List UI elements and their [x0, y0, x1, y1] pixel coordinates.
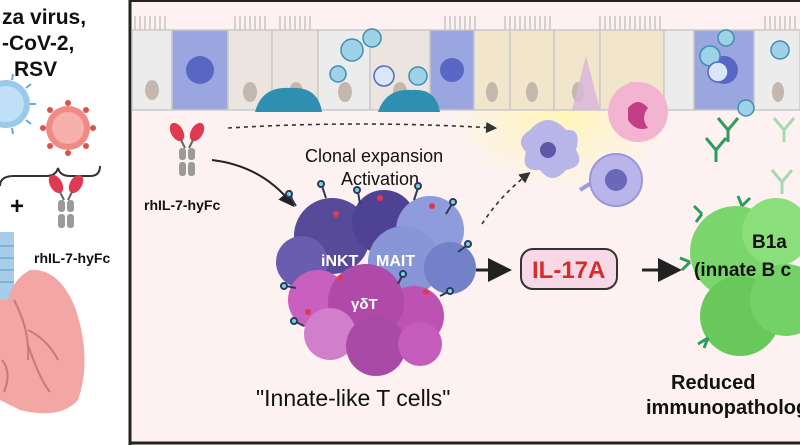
lungs-illustration — [0, 232, 85, 414]
dotted-arrow-up — [481, 172, 531, 225]
outcome-label-line-2: immunopatholog — [646, 397, 800, 419]
inkt-label: iNKT — [321, 253, 359, 270]
mait-label: MAIT — [376, 253, 415, 270]
b1a-label-line-1: B1a — [752, 232, 787, 253]
virus-label-line-2: -CoV-2, — [2, 32, 74, 55]
plus-sign: + — [10, 193, 24, 220]
gdt-label: γδT — [351, 296, 378, 313]
cytokine-label: IL-17A — [532, 257, 605, 284]
coronavirus-icon — [40, 100, 96, 156]
drug-label-left: rhIL-7-hyFc — [34, 250, 110, 266]
antibodies — [704, 117, 740, 162]
curly-brace — [0, 165, 101, 187]
activated-immune-cells — [520, 56, 668, 207]
cluster-caption: "Innate-like T cells" — [256, 385, 450, 411]
main-panel: rhIL-7-hyFc Clonal expansion Activation — [128, 0, 800, 445]
cytokine-box — [520, 248, 618, 290]
process-label-line-2: Activation — [341, 169, 419, 189]
cilia-row — [134, 16, 796, 30]
airway-epithelium — [131, 16, 800, 117]
arrow-to-cluster — [211, 159, 295, 208]
outcome-label-line-1: Reduced — [671, 372, 755, 394]
b1a-label-line-2: (innate B c — [694, 260, 792, 281]
antibodies-faded — [770, 117, 796, 194]
epithelial-cell — [663, 29, 695, 111]
virus-label-line-3: RSV — [14, 58, 57, 81]
b1a-cell-cluster — [679, 195, 800, 356]
left-panel: za virus, -CoV-2, RSV + — [0, 6, 110, 414]
rhil7-hyfc-icon-main — [169, 122, 205, 176]
drug-label-main: rhIL-7-hyFc — [144, 197, 220, 213]
tcr-receptors — [280, 180, 472, 327]
epithelial-cell — [131, 29, 173, 111]
innate-t-cell-cluster: iNKT MAIT γδT — [276, 180, 476, 376]
virus-particles — [329, 28, 790, 117]
bound-drug-dots — [305, 195, 435, 315]
influenza-virus-icon — [0, 73, 36, 135]
rhil7-hyfc-icon-left — [48, 174, 84, 228]
tuft-cell — [572, 56, 600, 110]
process-label-line-1: Clonal expansion — [305, 146, 443, 166]
basal-cells — [255, 87, 440, 112]
dotted-arrow-top — [227, 121, 498, 134]
virus-label-line-1: za virus, — [2, 6, 86, 29]
